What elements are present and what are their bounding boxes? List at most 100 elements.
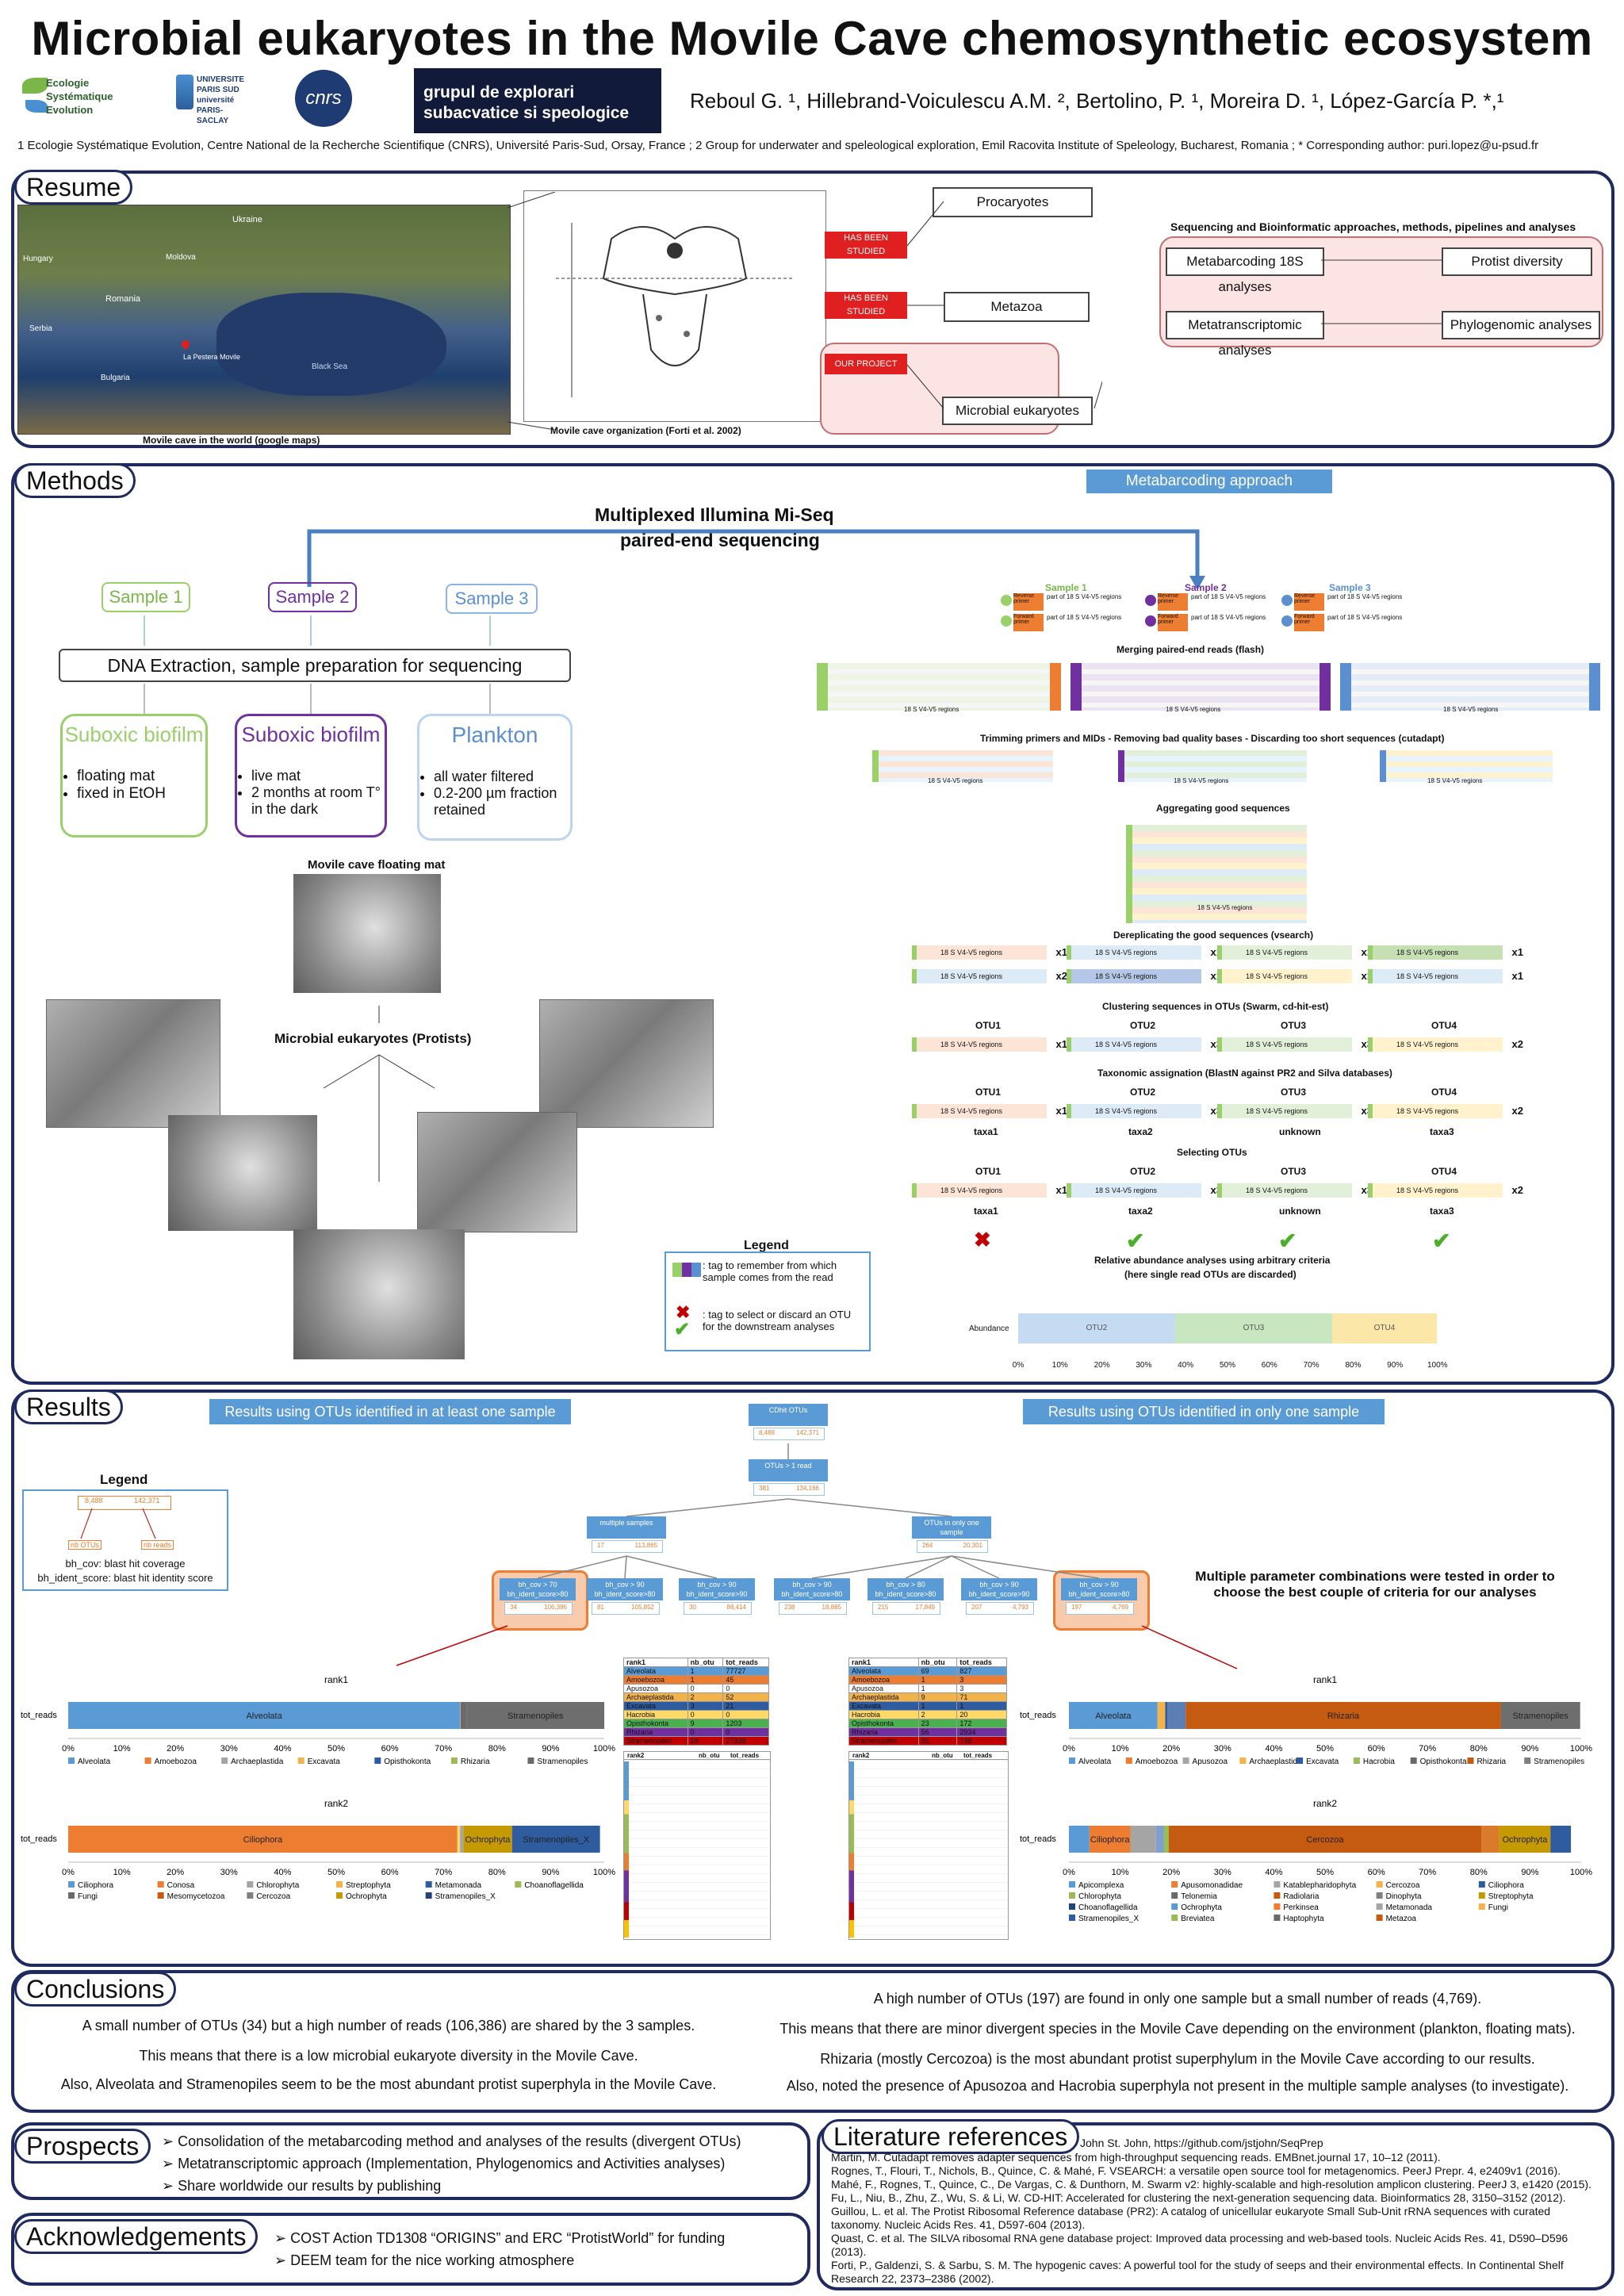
map-image: Ukraine Moldova Hungary Romania Serbia B…: [17, 205, 511, 435]
abundance-ticks: 0%10%20%30%40%50%60%70%80%90%100%: [1013, 1361, 1448, 1374]
table-cell: 0: [722, 1710, 769, 1719]
chart-bar-segment: [1165, 1702, 1168, 1729]
step-aggregating: Aggregating good sequences: [1156, 803, 1290, 814]
region-label: part of 18 S V4-V5 regions: [1191, 593, 1266, 600]
chart-tick: 10%: [113, 1868, 131, 1877]
mid-icon: [1001, 595, 1012, 606]
legend-node: 8,488 142,371: [78, 1496, 171, 1510]
legend-entry: Katablepharidophyta: [1283, 1881, 1356, 1890]
group-microbial-eukaryotes: Microbial eukaryotes: [942, 397, 1093, 425]
trimmed-stack-2: [1118, 750, 1307, 782]
chart-bar-label: Alveolata: [1095, 1711, 1132, 1721]
region-label: part of 18 S V4-V5 regions: [1191, 614, 1266, 621]
table-cell: Stramenopiles: [848, 1736, 919, 1746]
table-cell: 0: [687, 1684, 724, 1693]
sample-arrows: [144, 615, 491, 646]
conclusion-right-4: Also, noted the presence of Apusozoa and…: [786, 2078, 1569, 2094]
prospect-item: ➢ Share worldwide our results by publish…: [162, 2178, 442, 2194]
logo-mark-icon: [176, 75, 193, 109]
otu-label: OTU4: [1431, 1087, 1457, 1098]
acknowledgements-title: Acknowledgements: [14, 2219, 259, 2254]
legend-swatch: [425, 1881, 432, 1888]
legend-swatch: [1182, 1757, 1189, 1764]
stack-label: 18 S V4-V5 regions: [1427, 777, 1483, 784]
map-pin-icon: [179, 338, 192, 351]
seq-lines: [1321, 259, 1442, 324]
legend-swatch: [1069, 1892, 1075, 1899]
otu-label: OTU1: [975, 1087, 1002, 1098]
legend-swatch: [1171, 1881, 1178, 1888]
sample-2-label: Sample 2: [268, 582, 357, 612]
cave-diagram-svg: [556, 223, 794, 397]
chart-tick: 40%: [1265, 1868, 1282, 1877]
type-box-2: Suboxic biofilm live mat 2 months at roo…: [235, 714, 387, 838]
abundance-tick: 60%: [1261, 1361, 1277, 1370]
primer-label: Reverse primer: [1294, 593, 1324, 611]
methods-legend: : tag to remember from which sample come…: [665, 1251, 871, 1351]
cross-icon: ✖: [676, 1302, 691, 1322]
legend-entry: Metazoa: [1386, 1915, 1417, 1923]
abundance-tick: 100%: [1427, 1361, 1448, 1370]
map-caption: Movile cave in the world (google maps): [143, 435, 320, 446]
legend-entry: Metamonada: [1386, 1903, 1433, 1912]
resume-arrows: [906, 201, 1102, 409]
step-merging: Merging paired-end reads (flash): [1116, 644, 1265, 655]
legend-text-1: : tag to remember from which sample come…: [703, 1259, 837, 1283]
legend-entry: Ciliophora: [78, 1881, 113, 1890]
chart-category: tot_reads: [21, 1711, 57, 1720]
chart-bar-segment: [1168, 1826, 1482, 1853]
read-group-2: Reverse primer part of 18 S V4-V5 region…: [1145, 592, 1280, 636]
primer-label: Reverse primer: [1158, 593, 1188, 611]
protist-image-1: [46, 999, 220, 1128]
methods-section: [11, 463, 1614, 1385]
legend-entry: Mesomycetozoa: [167, 1892, 225, 1901]
chart-tick: 0%: [62, 1868, 75, 1877]
select-check-icon: ✔: [1278, 1228, 1297, 1253]
merged-stack-3: [1340, 663, 1600, 711]
table-cell: Hacrobia: [848, 1710, 919, 1719]
chart-tick: 40%: [1265, 1744, 1282, 1754]
legend-entry: Stramenopiles_X: [435, 1892, 496, 1901]
legend-entry: Breviatea: [1181, 1915, 1215, 1923]
chart-tick: 100%: [593, 1744, 615, 1754]
protist-image-4: [417, 1112, 577, 1232]
table-cell: 3: [956, 1684, 1007, 1693]
legend-swatch: [1274, 1903, 1281, 1910]
legend-swatch: [1376, 1892, 1383, 1899]
legend-swatch: [1069, 1915, 1075, 1921]
legend-arrows: [80, 1508, 156, 1539]
chart-tick: 80%: [1470, 1744, 1488, 1754]
legend-text-2: : tag to select or discard an OTU for th…: [703, 1309, 852, 1332]
protists-caption: Microbial eukaryotes (Protists): [274, 1031, 472, 1046]
aggregated-label: 18 S V4-V5 regions: [1197, 904, 1253, 911]
chart-bar-segment: [466, 1702, 605, 1729]
legend-swatch: [1069, 1881, 1075, 1888]
leaf-icon: [22, 78, 48, 94]
chart-bar-segment: [1089, 1826, 1131, 1853]
abundance-tick: 30%: [1136, 1361, 1152, 1370]
otu-count: x2: [1511, 1105, 1523, 1117]
legend-entry: Telonemia: [1181, 1892, 1217, 1901]
group-metazoa: Metazoa: [944, 292, 1090, 322]
legend-small: nb reads: [141, 1540, 174, 1550]
otu-count: x2: [1511, 1184, 1523, 1196]
mid-icon: [1281, 595, 1293, 606]
chart-category: tot_reads: [21, 1834, 57, 1844]
chart-tick: 100%: [1570, 1868, 1592, 1877]
legend-entry: Opisthokonta: [384, 1757, 431, 1766]
table-cell: Amoebozoa: [623, 1675, 688, 1685]
conclusions-title: Conclusions: [14, 1972, 177, 2007]
color-strip: [849, 1761, 854, 1938]
